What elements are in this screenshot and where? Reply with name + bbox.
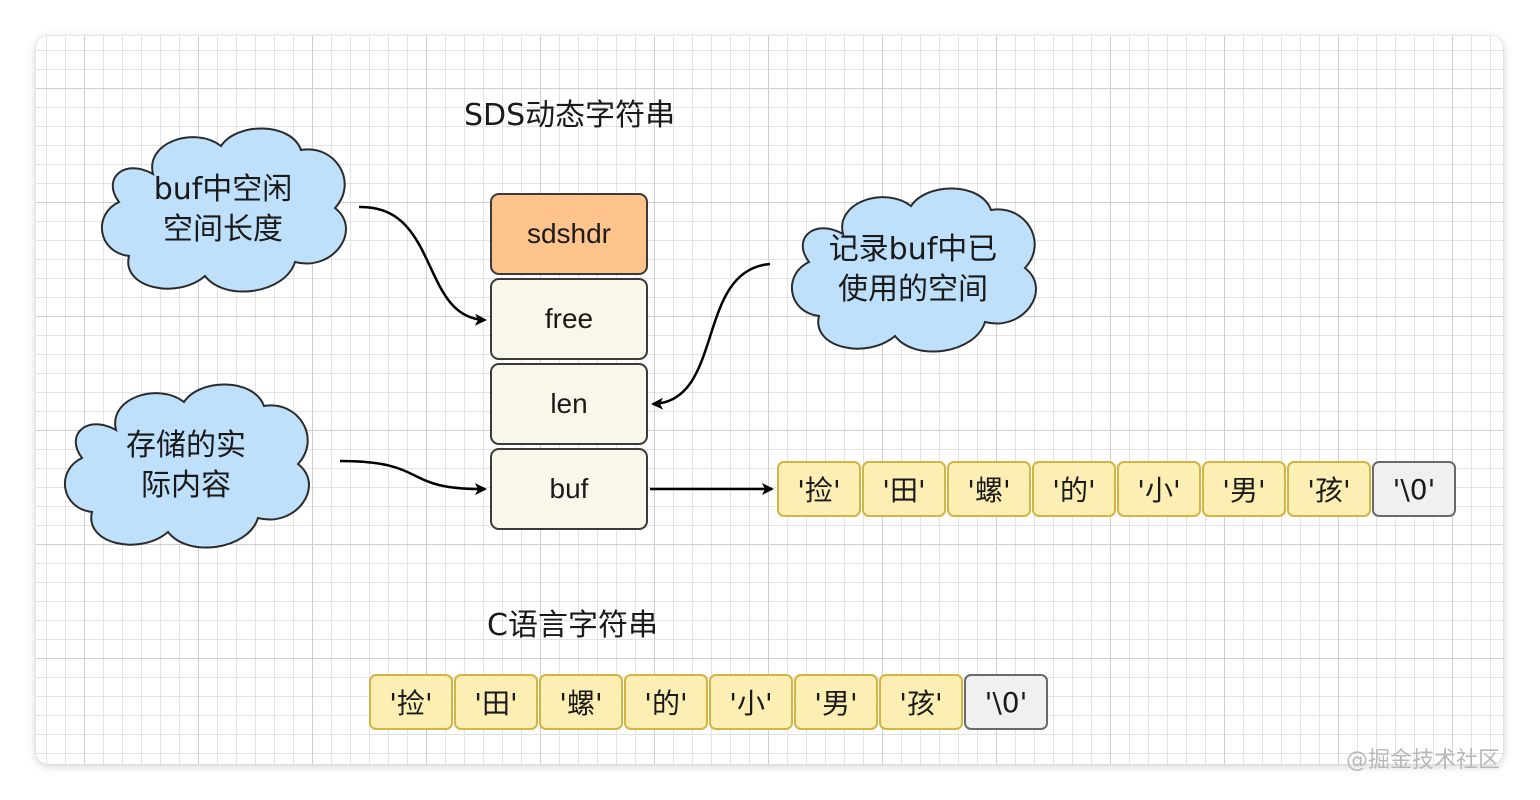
- cloud-len-note: 记录buf中已 使用的空间: [785, 182, 1041, 358]
- cloud-buf-text: 存储的实 际内容: [58, 378, 314, 554]
- c-string-cell: '的': [624, 674, 708, 730]
- c-string-cell: '螺': [539, 674, 623, 730]
- arrow-free-note-to-free: [358, 205, 487, 326]
- c-string-cell: '捡': [369, 674, 453, 730]
- cloud-free-note: buf中空闲 空间长度: [95, 122, 351, 298]
- arrow-len-note-to-len: [651, 262, 771, 410]
- sdshdr-header-box: sdshdr: [490, 193, 648, 275]
- sds-buffer-cell: '捡': [777, 461, 861, 517]
- sds-buffer-cell: '小': [1117, 461, 1201, 517]
- sds-title: SDS动态字符串: [464, 98, 676, 133]
- sds-buffer-cell: '孩': [1287, 461, 1371, 517]
- watermark: @掘金技术社区: [1345, 748, 1500, 773]
- sds-buffer-cell: '田': [862, 461, 946, 517]
- cloud-text-line: 空间长度: [163, 212, 283, 247]
- cloud-text-line: 际内容: [141, 468, 231, 503]
- sds-buffer-cell: '的': [1032, 461, 1116, 517]
- len-field-box: len: [490, 363, 648, 445]
- cloud-len-text: 记录buf中已 使用的空间: [785, 182, 1041, 358]
- c-string-terminator-cell: '\0': [964, 674, 1048, 730]
- cloud-text-line: buf中空闲: [153, 172, 293, 207]
- sds-buffer-cell: '螺': [947, 461, 1031, 517]
- c-string-cell: '孩': [879, 674, 963, 730]
- sds-buffer-cell: '男': [1202, 461, 1286, 517]
- free-field-box: free: [490, 278, 648, 360]
- c-string-title: C语言字符串: [487, 608, 658, 643]
- cloud-text-line: 使用的空间: [838, 272, 988, 307]
- cloud-shape: [101, 127, 347, 293]
- sds-buffer-terminator-cell: '\0': [1372, 461, 1456, 517]
- cloud-text-line: 存储的实: [126, 428, 246, 463]
- arrow-buf-note-to-buf: [339, 459, 487, 496]
- c-string-cell: '男': [794, 674, 878, 730]
- cloud-buf-note: 存储的实 际内容: [58, 378, 314, 554]
- c-string-cell: '田': [454, 674, 538, 730]
- c-string-cell: '小': [709, 674, 793, 730]
- cloud-text-line: 记录buf中已: [828, 232, 998, 267]
- cloud-free-text: buf中空闲 空间长度: [95, 122, 351, 298]
- cloud-shape: [64, 383, 310, 549]
- cloud-shape: [791, 187, 1037, 353]
- buf-field-box: buf: [490, 448, 648, 530]
